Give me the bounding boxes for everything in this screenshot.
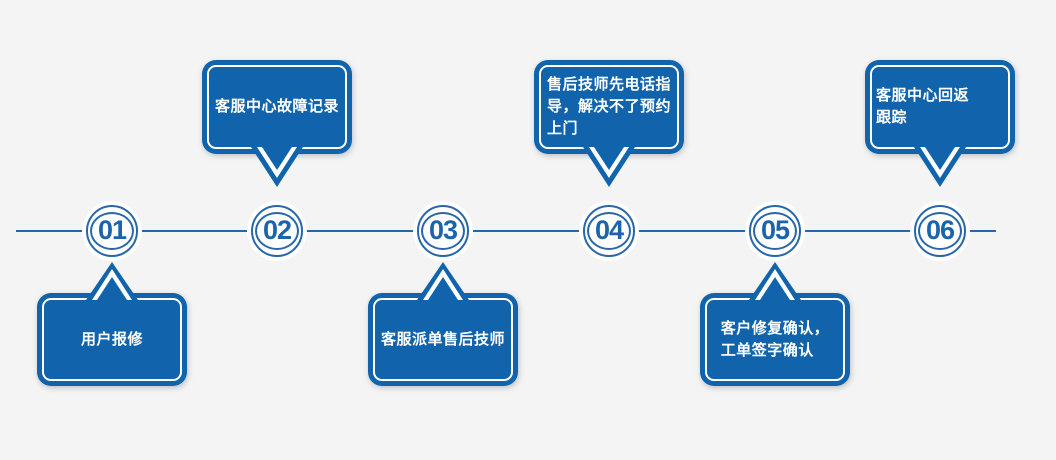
step-node: 05 [745,201,805,261]
speech-bubble: 客服派单售后技师 [368,293,518,386]
step-node: 01 [82,201,142,261]
bubble-inner-border: 客服中心回返 跟踪 [870,65,1010,149]
step-node: 04 [579,201,639,261]
bubble-tail [914,147,966,187]
node-ring: 05 [749,205,801,257]
step-number: 05 [753,212,797,250]
step-number: 02 [255,212,299,250]
node-ring: 03 [417,205,469,257]
bubble-tail [417,262,469,300]
bubble-tail [86,262,138,300]
step-number: 06 [918,212,962,250]
bubble-label: 客服派单售后技师 [380,330,505,348]
bubble-tail [251,147,303,187]
node-ring: 02 [251,205,303,257]
timeline-line [16,230,996,232]
step-number: 04 [587,212,631,250]
bubble-label: 客服中心故障记录 [214,98,339,115]
speech-bubble: 客户修复确认， 工单签字确认 [700,293,850,386]
speech-bubble: 客服中心回返 跟踪 [865,60,1015,154]
node-ring: 06 [914,205,966,257]
node-ring: 04 [583,205,635,257]
step-node: 03 [413,201,473,261]
speech-bubble: 用户报修 [37,293,187,386]
speech-bubble: 客服中心故障记录 [202,60,352,154]
bubble-tail [583,147,635,187]
bubble-label: 用户报修 [80,330,143,348]
bubble-label: 客户修复确认， 工单签字确认 [720,319,830,359]
step-number: 01 [90,212,134,250]
bubble-tail [749,262,801,300]
step-number: 03 [421,212,465,250]
bubble-label: 客服中心回返 跟踪 [876,87,970,126]
step-node: 06 [910,201,970,261]
step-node: 02 [247,201,307,261]
speech-bubble: 售后技师先电话指 导，解决不了预约 上门 [534,60,684,154]
bubble-label: 售后技师先电话指 导，解决不了预约 上门 [546,76,671,137]
node-ring: 01 [86,205,138,257]
